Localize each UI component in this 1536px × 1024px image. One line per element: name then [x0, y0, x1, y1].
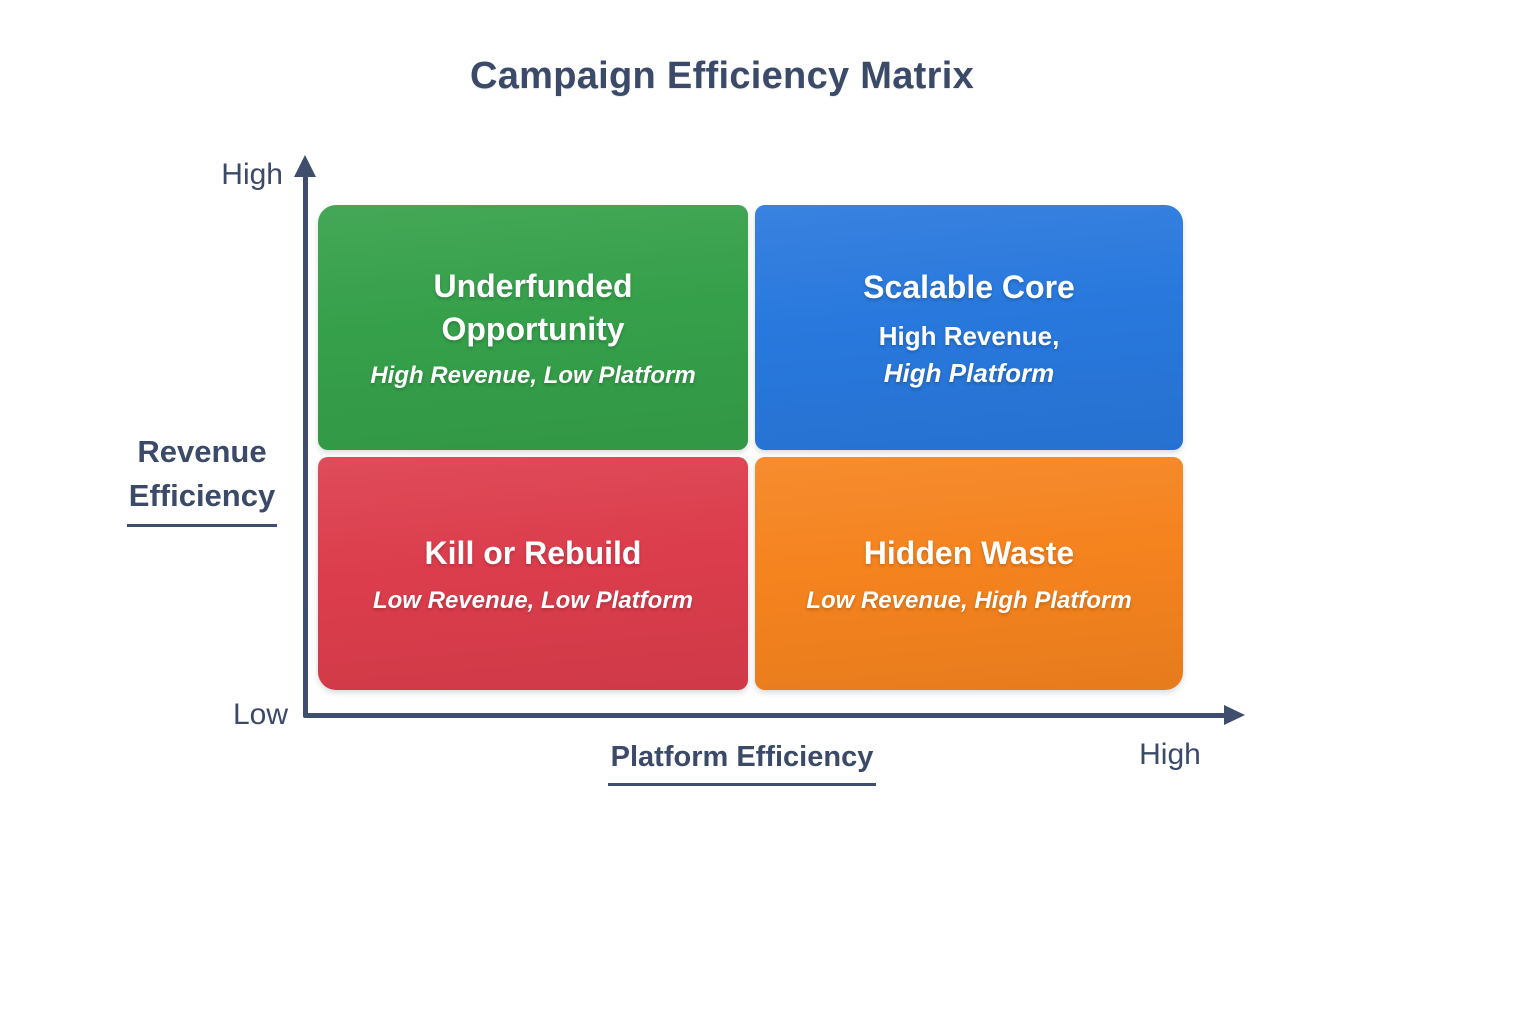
quadrant-subtitle: High Revenue, Low Platform [370, 361, 696, 389]
x-axis-line [303, 713, 1225, 718]
quadrant-subtitle-line2: High Platform [883, 357, 1055, 388]
quadrant-title: Hidden Waste [863, 535, 1075, 572]
x-axis-arrowhead-icon [1224, 705, 1245, 725]
y-axis-line [303, 172, 308, 717]
quadrant-underfunded-opportunity: Underfunded Opportunity High Revenue, Lo… [318, 205, 748, 450]
quadrant-subtitle: Low Revenue, High Platform [806, 586, 1132, 614]
page-title: Campaign Efficiency Matrix [469, 55, 975, 97]
y-axis-title: Revenue Efficiency [102, 430, 302, 527]
y-axis-title-line2: Efficiency [126, 474, 278, 527]
quadrant-kill-or-rebuild: Kill or Rebuild Low Revenue, Low Platfor… [318, 457, 748, 690]
quadrant-subtitle-line1: High Revenue, [878, 320, 1060, 351]
quadrant-title: Kill or Rebuild [424, 535, 642, 572]
y-axis-arrowhead-icon [294, 155, 316, 177]
quadrant-subtitle: High Revenue, High Platform [879, 321, 1060, 389]
quadrant-title: Underfunded Opportunity [433, 268, 633, 347]
y-axis-title-line1: Revenue [137, 434, 267, 469]
quadrant-title: Scalable Core [863, 269, 1075, 306]
x-axis-high-label: High [1139, 738, 1201, 771]
x-axis-title: Platform Efficiency [582, 741, 902, 786]
quadrant-scalable-core: Scalable Core High Revenue, High Platfor… [755, 205, 1183, 450]
quadrant-subtitle: Low Revenue, Low Platform [372, 586, 694, 614]
y-axis-low-label: Low [232, 698, 288, 731]
x-axis-title-label: Platform Efficiency [607, 741, 877, 786]
quadrant-hidden-waste: Hidden Waste Low Revenue, High Platform [755, 457, 1183, 690]
y-axis-high-label: High [221, 158, 283, 191]
